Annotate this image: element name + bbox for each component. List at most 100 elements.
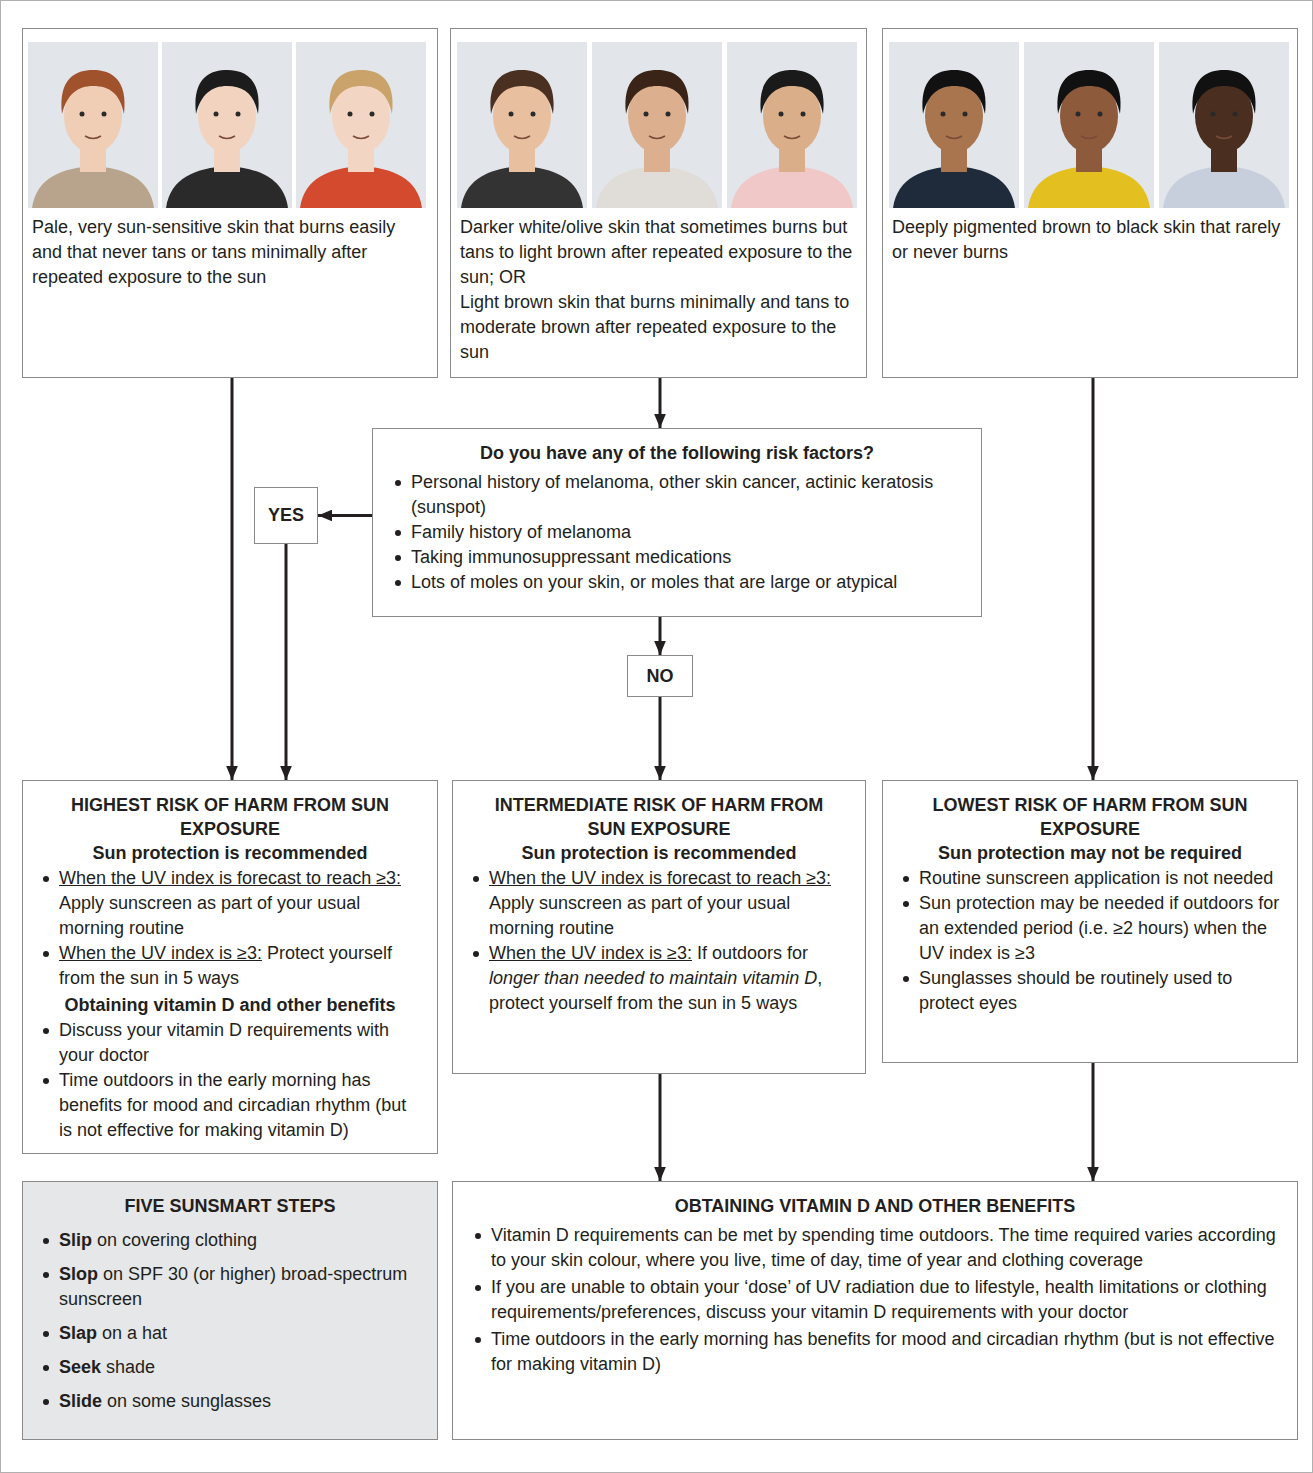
box-heading: Do you have any of the following risk fa… — [389, 441, 965, 466]
step-keyword: Slide — [59, 1391, 102, 1411]
skin-type-box: Deeply pigmented brown to black skin tha… — [882, 28, 1298, 378]
box-text: LOWEST RISK OF HARM FROM SUN EXPOSURE — [933, 795, 1248, 839]
box-text: Darker white/olive skin that sometimes b… — [460, 217, 852, 287]
box-text: If outdoors for — [697, 943, 808, 963]
text-row: YES — [268, 503, 304, 528]
portrait-photo — [592, 42, 722, 208]
flow-arrow — [231, 378, 234, 780]
text-row: Sunglasses should be routinely used to p… — [897, 966, 1283, 1016]
answer-box: YES — [254, 487, 318, 544]
portrait-photo — [1024, 42, 1154, 208]
flow-arrow — [659, 697, 662, 780]
text-row: Pale, very sun-sensitive skin that burns… — [32, 215, 429, 290]
box-text: Sun protection may not be required — [938, 843, 1242, 863]
box-text: Personal history of melanoma, other skin… — [411, 472, 933, 517]
text-row: Lots of moles on your skin, or moles tha… — [389, 570, 965, 595]
text-row: Sun protection may be needed if outdoors… — [897, 891, 1283, 966]
box-text: Time outdoors in the early morning has b… — [491, 1329, 1274, 1374]
flow-arrow — [659, 1074, 662, 1181]
box-text: on covering clothing — [97, 1230, 257, 1250]
box-text: Apply sunscreen as part of your usual mo… — [489, 893, 790, 938]
steps-panel: FIVE SUNSMART STEPS Slip on covering clot… — [22, 1181, 438, 1440]
risk-box: LOWEST RISK OF HARM FROM SUN EXPOSURE Sun… — [882, 780, 1298, 1063]
box-heading: FIVE SUNSMART STEPS — [37, 1194, 423, 1219]
text-row: Routine sunscreen application is not nee… — [897, 866, 1283, 891]
box-text: YES — [268, 505, 304, 525]
answer-box: NO — [627, 655, 693, 697]
box-text: Sun protection is recommended — [92, 843, 367, 863]
text-row: Slap on a hat — [37, 1321, 423, 1346]
text-row: Personal history of melanoma, other skin… — [389, 470, 965, 520]
box-text: OBTAINING VITAMIN D AND OTHER BENEFITS — [675, 1196, 1076, 1216]
box-text: Pale, very sun-sensitive skin that burns… — [32, 217, 395, 287]
box-subheading: Sun protection is recommended — [467, 841, 851, 866]
portrait-photo — [457, 42, 587, 208]
text-row: Darker white/olive skin that sometimes b… — [460, 215, 858, 290]
box-heading: HIGHEST RISK OF HARM FROM SUN EXPOSURE — [50, 793, 410, 841]
text-row: Slip on covering clothing — [37, 1228, 423, 1253]
box-text: longer than needed to maintain vitamin D — [489, 968, 817, 988]
text-row: When the UV index is ≥3: Protect yoursel… — [37, 941, 423, 991]
text-row: If you are unable to obtain your ‘dose’ … — [469, 1275, 1281, 1325]
box-text: Time outdoors in the early morning has b… — [59, 1070, 406, 1140]
portrait-photo — [28, 42, 158, 208]
portrait-photo — [1159, 42, 1289, 208]
box-subheading: Obtaining vitamin D and other benefits — [37, 993, 423, 1018]
box-text: Deeply pigmented brown to black skin tha… — [892, 217, 1280, 262]
risk-box: HIGHEST RISK OF HARM FROM SUN EXPOSURE Su… — [22, 780, 438, 1154]
box-text: When the UV index is ≥3: — [489, 943, 692, 963]
box-text: If you are unable to obtain your ‘dose’ … — [491, 1277, 1267, 1322]
skin-type-box: Darker white/olive skin that sometimes b… — [450, 28, 867, 378]
box-text: When the UV index is ≥3: — [59, 943, 262, 963]
text-row: Discuss your vitamin D requirements with… — [37, 1018, 423, 1068]
box-text: Vitamin D requirements can be met by spe… — [491, 1225, 1276, 1270]
flow-arrow — [1092, 378, 1095, 780]
flow-arrow — [1092, 1063, 1095, 1181]
box-text: NO — [647, 666, 674, 686]
text-row: NO — [647, 664, 674, 689]
box-text: FIVE SUNSMART STEPS — [124, 1196, 335, 1216]
portrait-photo — [727, 42, 857, 208]
box-text: Routine sunscreen application is not nee… — [919, 868, 1273, 888]
flow-arrow — [285, 544, 288, 780]
box-heading: LOWEST RISK OF HARM FROM SUN EXPOSURE — [910, 793, 1270, 841]
text-row: When the UV index is ≥3: If outdoors for… — [467, 941, 851, 1016]
text-row: Deeply pigmented brown to black skin tha… — [892, 215, 1289, 265]
box-text: HIGHEST RISK OF HARM FROM SUN EXPOSURE — [71, 795, 389, 839]
step-keyword: Slap — [59, 1323, 97, 1343]
box-text: shade — [106, 1357, 155, 1377]
box-text: Taking immunosuppressant medications — [411, 547, 731, 567]
box-text: on some sunglasses — [107, 1391, 271, 1411]
box-text: Sun protection is recommended — [521, 843, 796, 863]
step-keyword: Slop — [59, 1264, 98, 1284]
box-text: on a hat — [102, 1323, 167, 1343]
box-text: Sun protection may be needed if outdoors… — [919, 893, 1279, 963]
portrait-photo — [162, 42, 292, 208]
text-row: Slop on SPF 30 (or higher) broad-spectru… — [37, 1262, 423, 1312]
flow-arrow — [318, 514, 372, 517]
flow-arrow — [659, 617, 662, 655]
text-row: Family history of melanoma — [389, 520, 965, 545]
text-row: When the UV index is forecast to reach ≥… — [37, 866, 423, 941]
box-text: Obtaining vitamin D and other benefits — [64, 995, 395, 1015]
text-row: Vitamin D requirements can be met by spe… — [469, 1223, 1281, 1273]
box-text: Sunglasses should be routinely used to p… — [919, 968, 1232, 1013]
text-row: Taking immunosuppressant medications — [389, 545, 965, 570]
box-text: Lots of moles on your skin, or moles tha… — [411, 572, 897, 592]
box-heading: OBTAINING VITAMIN D AND OTHER BENEFITS — [469, 1194, 1281, 1219]
flow-arrow — [659, 378, 662, 428]
box-text: on SPF 30 (or higher) broad-spectrum sun… — [59, 1264, 407, 1309]
box-text: When the UV index is forecast to reach ≥… — [489, 868, 831, 888]
decision-box: Do you have any of the following risk fa… — [372, 428, 982, 617]
box-text: INTERMEDIATE RISK OF HARM FROM SUN EXPOS… — [495, 795, 824, 839]
text-row: Time outdoors in the early morning has b… — [37, 1068, 423, 1143]
step-keyword: Seek — [59, 1357, 101, 1377]
box-text: Family history of melanoma — [411, 522, 631, 542]
text-row: Light brown skin that burns minimally an… — [460, 290, 858, 365]
box-text: When the UV index is forecast to reach ≥… — [59, 868, 401, 888]
box-heading: INTERMEDIATE RISK OF HARM FROM SUN EXPOS… — [479, 793, 839, 841]
risk-box: INTERMEDIATE RISK OF HARM FROM SUN EXPOS… — [452, 780, 866, 1074]
box-subheading: Sun protection is recommended — [37, 841, 423, 866]
